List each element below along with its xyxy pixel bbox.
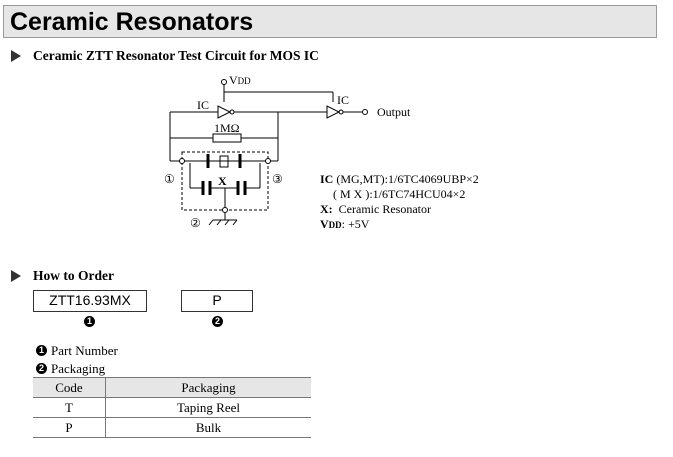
vdd-terminal (221, 79, 227, 85)
node-3-dot (265, 158, 271, 164)
legend-bullet-1-icon: 1 (36, 345, 47, 356)
packaging-table: Code Packaging T Taping Reel P Bulk (33, 377, 311, 438)
section-arrow-icon (11, 50, 21, 62)
vdd-label: VDD (229, 73, 251, 87)
output-terminal (362, 109, 368, 115)
legend-part-number: Part Number (51, 343, 118, 358)
resistor-1m (212, 133, 242, 143)
table-header-code: Code (33, 377, 106, 398)
ic2-label: IC (337, 93, 349, 107)
section-heading-test-circuit: Ceramic ZTT Resonator Test Circuit for M… (33, 48, 319, 63)
legend-packaging: Packaging (51, 361, 106, 376)
note-vdd: VDD: +5V (320, 217, 370, 231)
node-1-label: ① (164, 172, 175, 186)
node-2-dot (222, 207, 228, 213)
section-heading-how-to-order: How to Order (33, 268, 114, 283)
table-row: T Taping Reel (33, 397, 311, 418)
table-cell-code: P (33, 417, 106, 438)
ic1-label: IC (197, 98, 209, 112)
resistor-label: 1MΩ (214, 121, 240, 135)
page-title: Ceramic Resonators (10, 8, 254, 36)
table-row: P Bulk (33, 417, 311, 438)
output-label: Output (377, 105, 411, 119)
node-1-dot (179, 158, 185, 164)
node-2-label: ② (190, 216, 201, 230)
table-cell-packaging: Taping Reel (105, 397, 311, 418)
table-header-row: Code Packaging (33, 377, 311, 398)
x-label: X (218, 174, 227, 188)
table-cell-packaging: Bulk (105, 417, 311, 438)
page-title-bar: Ceramic Resonators (3, 5, 657, 38)
node-3-label: ③ (272, 172, 283, 186)
note-ic-line1: IC (MG,MT):1/6TC4069UBP×2 (320, 172, 479, 186)
bullet-1-icon: 1 (84, 316, 95, 327)
inverter-1 (217, 105, 232, 119)
note-x: X: Ceramic Resonator (320, 202, 431, 216)
note-ic-line2: ( M X ):1/6TC74HCU04×2 (333, 187, 466, 201)
bullet-2-icon: 2 (212, 316, 223, 327)
inverter-2 (326, 105, 341, 119)
part-number-box: ZTT16.93MX (33, 290, 147, 312)
table-header-packaging: Packaging (105, 377, 311, 398)
packaging-box: P (181, 290, 253, 312)
crystal-element (219, 155, 229, 168)
legend-bullet-2-icon: 2 (36, 363, 47, 374)
table-cell-code: T (33, 397, 106, 418)
section-arrow-icon (11, 270, 21, 282)
test-circuit-diagram (169, 79, 368, 226)
